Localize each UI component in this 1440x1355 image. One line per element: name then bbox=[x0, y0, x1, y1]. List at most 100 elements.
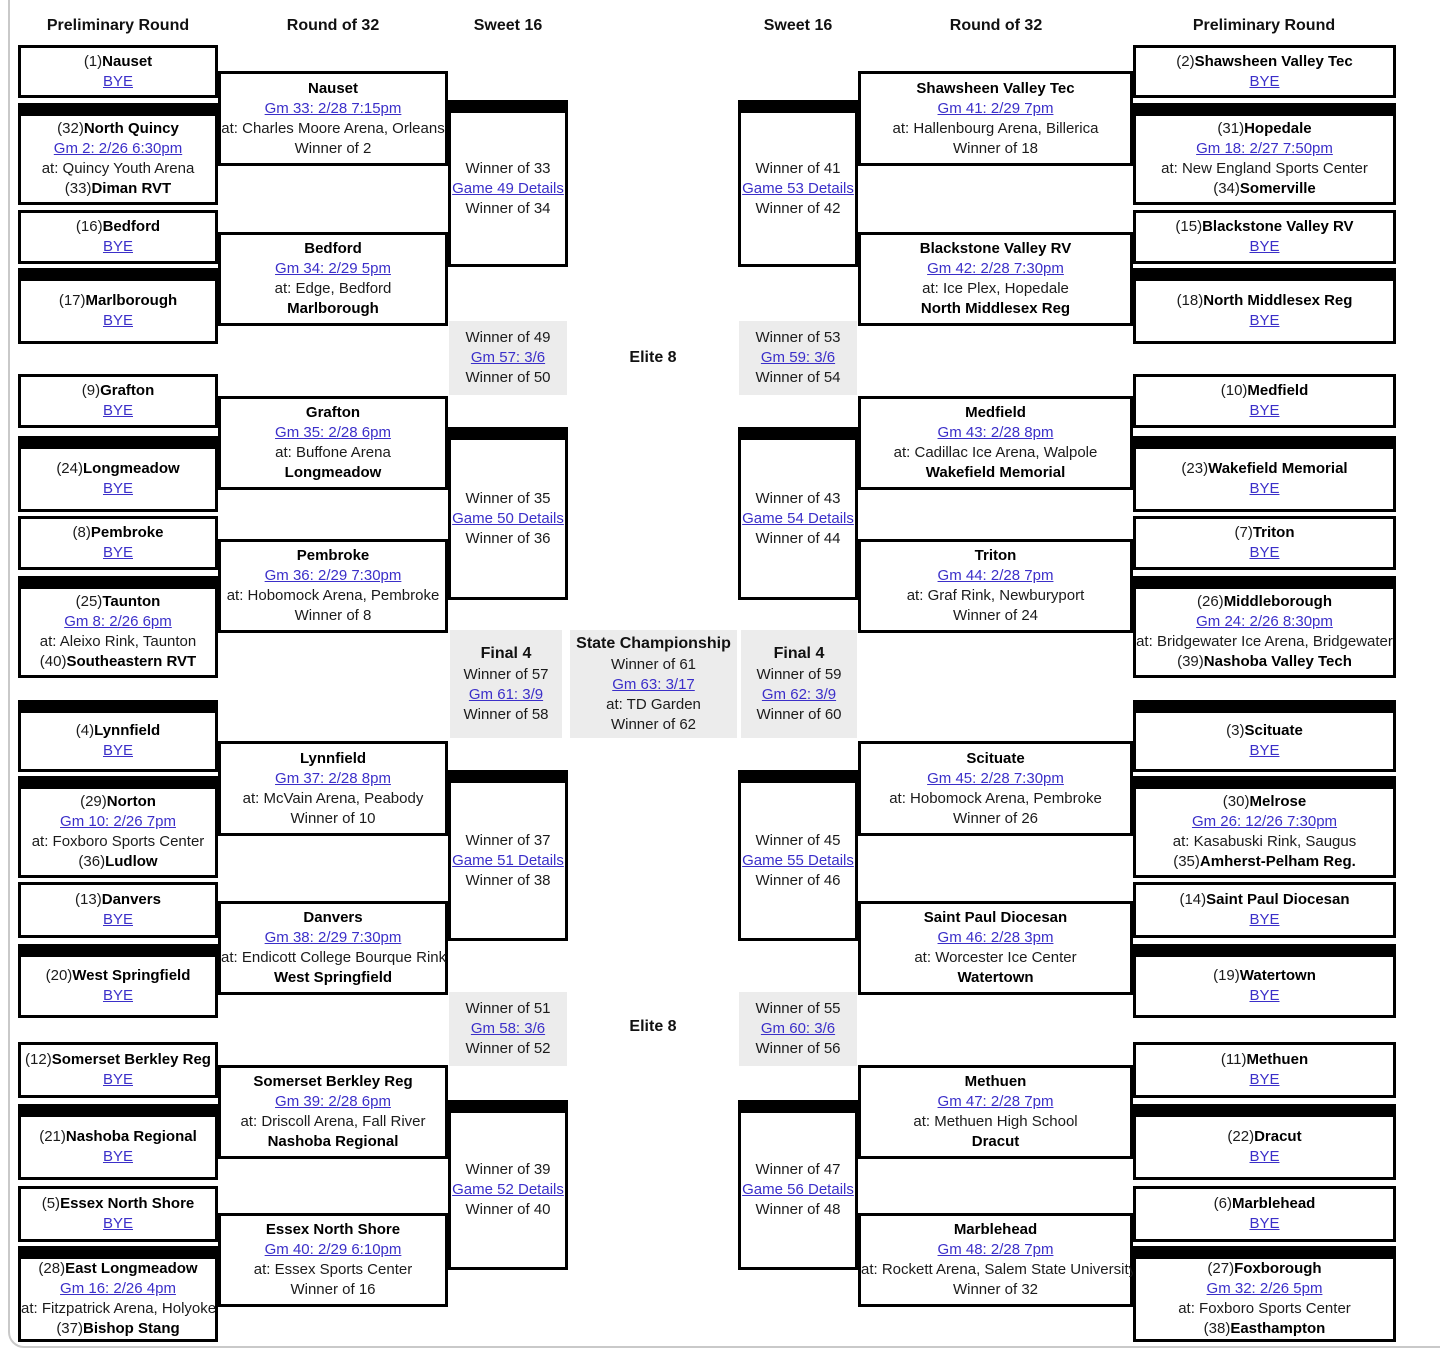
game-link[interactable]: Gm 24: 2/26 8:30pm bbox=[1196, 613, 1333, 630]
game-link[interactable]: Gm 39: 2/28 6pm bbox=[275, 1093, 391, 1110]
bye-link[interactable]: BYE bbox=[102, 1148, 133, 1165]
game-link[interactable]: Game 56 Details bbox=[742, 1181, 854, 1198]
game-link[interactable]: Gm 8: 2/26 6pm bbox=[64, 613, 172, 630]
game-link[interactable]: Gm 10: 2/26 7pm bbox=[60, 813, 176, 830]
bye-link[interactable]: BYE bbox=[102, 544, 133, 561]
game-link[interactable]: Gm 40: 2/29 6:10pm bbox=[264, 1241, 402, 1258]
bracket-connector-bar bbox=[1133, 700, 1396, 710]
game-link[interactable]: Game 51 Details bbox=[452, 851, 564, 869]
venue-line: at: Rockett Arena, Salem State Universit… bbox=[861, 1261, 1137, 1278]
header-preliminary-round-left: Preliminary Round bbox=[46, 17, 190, 34]
game-link[interactable]: Gm 38: 2/29 7:30pm bbox=[264, 929, 402, 946]
game-link[interactable]: Gm 62: 3/9 bbox=[761, 686, 837, 703]
link-line: Gm 8: 2/26 6pm bbox=[21, 612, 215, 632]
seed: (22) bbox=[1227, 1128, 1255, 1145]
bracket-connector-bar bbox=[18, 700, 218, 710]
team-line: (26)Middleborough bbox=[1136, 592, 1393, 612]
game-link[interactable]: Gm 46: 2/28 3pm bbox=[937, 929, 1054, 946]
game-link[interactable]: Gm 58: 3/6 bbox=[470, 1020, 546, 1037]
game-link[interactable]: Gm 47: 2/28 7pm bbox=[937, 1093, 1054, 1110]
team-line: (33)Diman RVT bbox=[21, 179, 215, 199]
link-line: BYE bbox=[1136, 401, 1393, 421]
bye-link[interactable]: BYE bbox=[1249, 238, 1280, 255]
team-line: (28)East Longmeadow bbox=[21, 1259, 215, 1279]
bye-link[interactable]: BYE bbox=[1249, 1148, 1280, 1165]
game-link[interactable]: Gm 36: 2/29 7:30pm bbox=[264, 567, 402, 584]
bye-link[interactable]: BYE bbox=[1249, 987, 1280, 1004]
team-line: (18)North Middlesex Reg bbox=[1136, 291, 1393, 311]
bye-link[interactable]: BYE bbox=[102, 911, 133, 928]
link-line: Gm 48: 2/28 7pm bbox=[861, 1240, 1130, 1260]
game-link[interactable]: Gm 43: 2/28 8pm bbox=[937, 424, 1054, 441]
bye-link[interactable]: BYE bbox=[102, 1071, 133, 1088]
game-link[interactable]: Gm 18: 2/27 7:50pm bbox=[1196, 140, 1333, 157]
link-line: Gm 45: 2/28 7:30pm bbox=[861, 769, 1130, 789]
game-link[interactable]: Gm 16: 2/26 4pm bbox=[60, 1280, 176, 1297]
bye-link[interactable]: BYE bbox=[1249, 742, 1280, 759]
game-link[interactable]: Gm 32: 2/26 5pm bbox=[1206, 1280, 1323, 1297]
bracket-connector-bar bbox=[1133, 1246, 1396, 1256]
game-link[interactable]: Gm 37: 2/28 8pm bbox=[275, 769, 391, 787]
team-name: Wakefield Memorial bbox=[1208, 460, 1348, 477]
game-link[interactable]: Game 50 Details bbox=[452, 509, 564, 527]
game-link[interactable]: Game 55 Details bbox=[742, 851, 854, 869]
bye-link[interactable]: BYE bbox=[102, 480, 133, 497]
game-link[interactable]: Gm 42: 2/28 7:30pm bbox=[927, 260, 1064, 277]
team-line: Wakefield Memorial bbox=[861, 463, 1130, 483]
bye-link[interactable]: BYE bbox=[102, 402, 133, 419]
team-line: (19)Watertown bbox=[1136, 966, 1393, 986]
seed: (2) bbox=[1176, 52, 1195, 70]
seed: (24) bbox=[56, 460, 83, 477]
bye-link[interactable]: BYE bbox=[1249, 72, 1280, 90]
game-link[interactable]: Gm 60: 3/6 bbox=[760, 1020, 836, 1037]
bye-link[interactable]: BYE bbox=[1249, 402, 1280, 419]
bye-link[interactable]: BYE bbox=[102, 72, 133, 90]
game-link[interactable]: Game 54 Details bbox=[742, 509, 854, 527]
bye-link[interactable]: BYE bbox=[102, 312, 133, 329]
game-link[interactable]: Gm 35: 2/28 6pm bbox=[275, 424, 391, 441]
bye-link[interactable]: BYE bbox=[102, 742, 133, 759]
game-link[interactable]: Game 49 Details bbox=[452, 179, 564, 197]
game-link[interactable]: Game 53 Details bbox=[742, 179, 854, 197]
bye-link[interactable]: BYE bbox=[1249, 480, 1280, 497]
game-link[interactable]: Gm 48: 2/28 7pm bbox=[937, 1241, 1054, 1258]
bye-link[interactable]: BYE bbox=[102, 238, 133, 255]
bye-link[interactable]: BYE bbox=[102, 1215, 133, 1232]
game-link[interactable]: Gm 63: 3/17 bbox=[612, 676, 695, 693]
link-line: Gm 35: 2/28 6pm bbox=[221, 423, 445, 443]
winner-line: Winner of 61 bbox=[610, 656, 697, 673]
game-link[interactable]: Gm 34: 2/29 5pm bbox=[275, 260, 391, 277]
game-link[interactable]: Gm 2: 2/26 6:30pm bbox=[53, 140, 183, 157]
bye-link[interactable]: BYE bbox=[1249, 911, 1280, 928]
game-link[interactable]: Gm 33: 2/28 7:15pm bbox=[264, 99, 402, 117]
game-link[interactable]: Gm 26: 12/26 7:30pm bbox=[1191, 813, 1338, 830]
game-link[interactable]: Gm 59: 3/6 bbox=[760, 349, 836, 366]
bye-link[interactable]: BYE bbox=[102, 987, 133, 1004]
bye-link[interactable]: BYE bbox=[1249, 1071, 1280, 1088]
winner-line: Winner of 58 bbox=[463, 706, 549, 723]
team-line: (6)Marblehead bbox=[1136, 1194, 1393, 1214]
winner-line: Winner of 10 bbox=[290, 809, 376, 827]
game-link[interactable]: Gm 61: 3/9 bbox=[468, 686, 544, 703]
winner-line: Winner of 62 bbox=[610, 716, 697, 733]
team-name: Ludlow bbox=[105, 853, 158, 870]
winner-line: Winner of 34 bbox=[465, 199, 551, 217]
winner-line: Winner of 49 bbox=[465, 329, 551, 346]
bye-link[interactable]: BYE bbox=[1249, 312, 1280, 329]
game-link[interactable]: Gm 57: 3/6 bbox=[470, 349, 546, 366]
bye-link[interactable]: BYE bbox=[1249, 1215, 1280, 1232]
game-link[interactable]: Game 52 Details bbox=[452, 1181, 564, 1198]
bye-link[interactable]: BYE bbox=[1249, 544, 1280, 561]
seed: (11) bbox=[1220, 1051, 1247, 1068]
game-link[interactable]: Gm 44: 2/28 7pm bbox=[937, 567, 1054, 584]
game-link[interactable]: Gm 45: 2/28 7:30pm bbox=[927, 769, 1064, 787]
game-link[interactable]: Gm 41: 2/29 7pm bbox=[937, 99, 1054, 117]
team-name: Watertown bbox=[957, 969, 1034, 986]
